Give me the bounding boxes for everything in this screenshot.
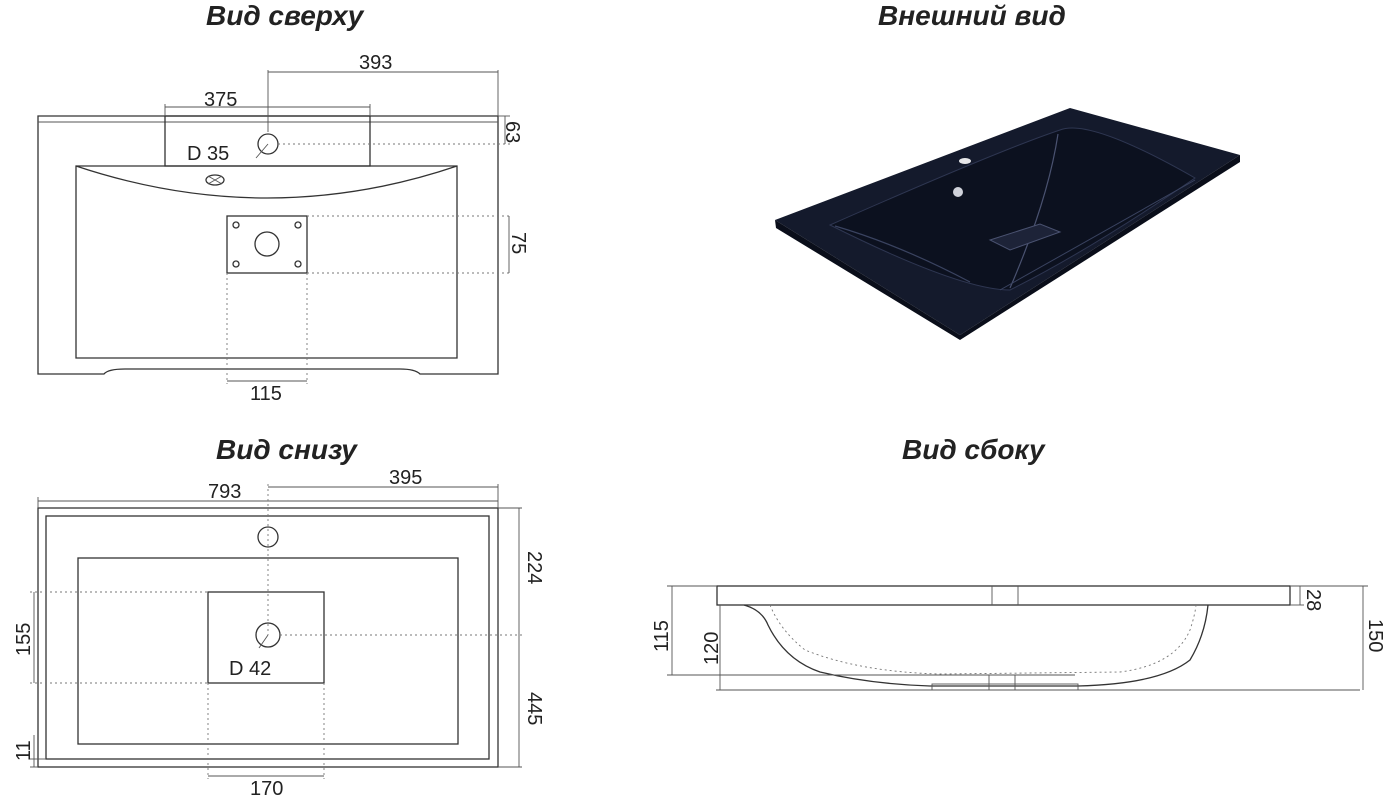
faucet-hole-icon	[959, 158, 971, 164]
top-view-title: Вид сверху	[206, 0, 364, 31]
side-dim-150-label: 150	[1364, 619, 1386, 652]
bowl-inner-profile	[769, 604, 1197, 675]
countertop-slab	[716, 585, 1291, 606]
vanity-front-edge	[775, 220, 960, 340]
mount-hole	[232, 260, 240, 268]
bottom-view-title: Вид снизу	[216, 434, 357, 465]
exterior-view-title: Внешний вид	[878, 0, 1066, 31]
overflow-hole-icon	[953, 187, 963, 197]
front-rim-line	[999, 179, 1196, 291]
dim-393-label: 393	[359, 52, 392, 74]
drain-hole-label: D 42	[229, 658, 271, 680]
bottom-view-drawing: 793 395 224 445 155 11 170 D 42	[13, 467, 545, 800]
drain-hole	[254, 231, 280, 257]
bowl-underside	[77, 557, 459, 745]
bowl-basin	[828, 127, 1196, 291]
side-dim-115-label: 115	[651, 620, 673, 652]
dim-395-label: 395	[389, 467, 422, 489]
dim-63-label: 63	[501, 121, 523, 143]
mount-hole	[294, 260, 302, 268]
vanity-side-edge	[960, 155, 1240, 340]
top-view-drawing: 393 375 D 35 63 75 115	[37, 52, 529, 405]
side-dim-28-label: 28	[1302, 589, 1324, 611]
dim-115-label: 115	[250, 383, 282, 405]
dim-155-label: 155	[13, 623, 35, 656]
faucet-hole-bottom	[257, 526, 279, 548]
bowl-highlight	[1009, 133, 1059, 289]
dim-75-label: 75	[507, 232, 529, 254]
drain-platform	[207, 591, 325, 684]
drain-leader	[258, 634, 269, 649]
dim-11-label: 11	[13, 740, 35, 761]
bowl-outer-profile	[743, 604, 1209, 687]
dim-445-label: 445	[523, 692, 545, 725]
drain-cover	[988, 223, 1062, 251]
bowl-highlight	[834, 225, 971, 283]
mount-hole	[232, 221, 240, 229]
side-view-title: Вид сбоку	[902, 434, 1045, 465]
dim-170-label: 170	[250, 778, 283, 800]
mount-hole	[294, 221, 302, 229]
faucet-hole-leader	[255, 143, 269, 159]
exterior-render	[775, 108, 1240, 340]
dim-375-label: 375	[204, 89, 237, 111]
bottom-inner-outline	[45, 515, 490, 760]
bottom-outer-outline	[37, 507, 499, 768]
side-view-drawing: 115 120 28 150	[651, 585, 1386, 691]
dim-224-label: 224	[523, 551, 545, 584]
overflow-cross	[207, 175, 223, 185]
side-dim-120-label: 120	[701, 632, 723, 665]
drain-flange	[931, 683, 1079, 691]
faucet-hole-label: D 35	[187, 143, 229, 165]
bowl-outline	[75, 165, 458, 359]
overflow-icon	[205, 174, 225, 186]
bowl-rim-curve	[75, 165, 458, 199]
dim-793-label: 793	[208, 481, 241, 503]
top-view-outline	[37, 115, 499, 375]
drain-plate	[226, 215, 308, 274]
